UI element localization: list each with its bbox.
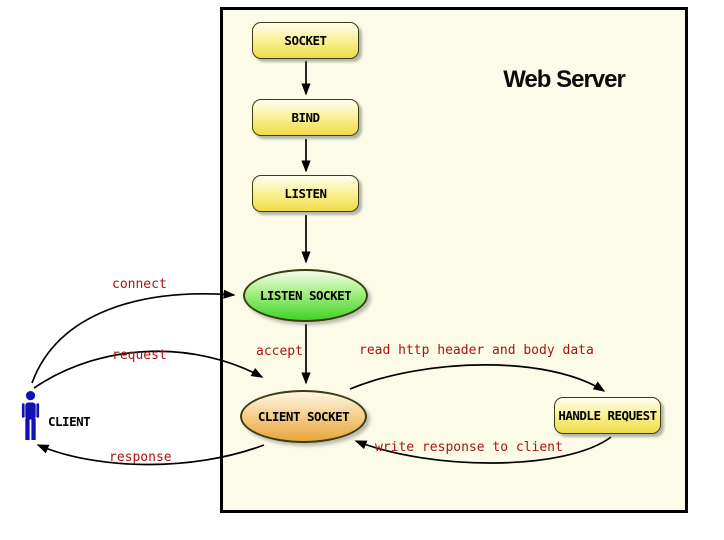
node-socket: SOCKET bbox=[252, 22, 359, 59]
edge-label-write-response: write response to client bbox=[375, 440, 563, 455]
web-server-title: Web Server bbox=[503, 66, 626, 93]
edge-label-read-http: read http header and body data bbox=[359, 343, 594, 358]
node-socket-label: SOCKET bbox=[284, 33, 327, 48]
node-client-socket-label: CLIENT SOCKET bbox=[257, 409, 350, 424]
edge-label-connect: connect bbox=[112, 277, 167, 292]
node-bind: BIND bbox=[252, 99, 359, 136]
node-client-socket: CLIENT SOCKET bbox=[240, 390, 367, 443]
edge-label-response: response bbox=[109, 450, 172, 465]
node-listen-socket-label: LISTEN SOCKET bbox=[259, 288, 352, 303]
node-handle-request: HANDLE REQUEST bbox=[554, 397, 661, 434]
client-person-icon bbox=[21, 391, 40, 440]
edge-label-request: request bbox=[112, 348, 167, 363]
arrow-connect bbox=[31, 289, 236, 384]
node-bind-label: BIND bbox=[291, 110, 320, 125]
client-label: CLIENT bbox=[48, 414, 91, 429]
node-listen-socket: LISTEN SOCKET bbox=[243, 269, 368, 322]
node-listen-label: LISTEN bbox=[284, 186, 327, 201]
edge-label-accept: accept bbox=[256, 344, 303, 359]
node-handle-request-label: HANDLE REQUEST bbox=[558, 408, 657, 423]
node-listen: LISTEN bbox=[252, 175, 359, 212]
